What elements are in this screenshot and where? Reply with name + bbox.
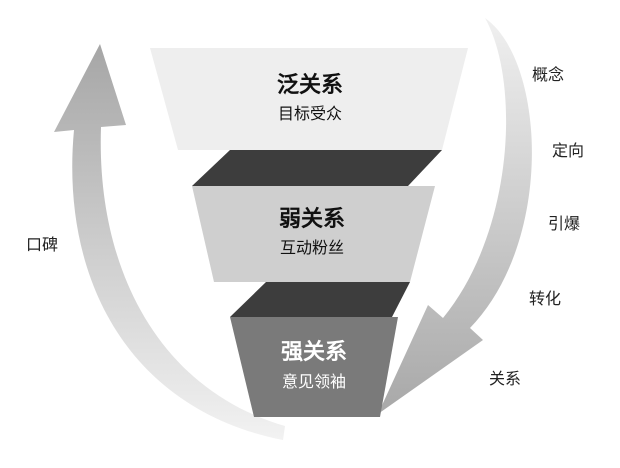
funnel-level-3 [230, 317, 398, 417]
right-stage-5: 关系 [489, 369, 521, 388]
level-3-subtitle: 意见领袖 [282, 372, 346, 391]
left-cycle-arrow [54, 44, 285, 440]
right-stage-3: 引爆 [548, 214, 580, 233]
funnel-connector-2 [230, 282, 410, 317]
level-2-title: 弱关系 [279, 207, 345, 232]
right-stage-2: 定向 [552, 141, 584, 160]
funnel-connector-1 [192, 150, 442, 186]
right-stage-4: 转化 [529, 289, 561, 308]
level-1-subtitle: 目标受众 [278, 104, 342, 123]
funnel-level-1 [150, 48, 468, 150]
level-1-title: 泛关系 [277, 73, 343, 98]
right-cycle-arrow [378, 18, 532, 414]
level-3-title: 强关系 [281, 340, 347, 365]
funnel-level-2 [192, 186, 435, 282]
right-stage-1: 概念 [532, 65, 564, 84]
level-2-subtitle: 互动粉丝 [280, 238, 344, 257]
left-cycle-label: 口碑 [26, 235, 58, 254]
